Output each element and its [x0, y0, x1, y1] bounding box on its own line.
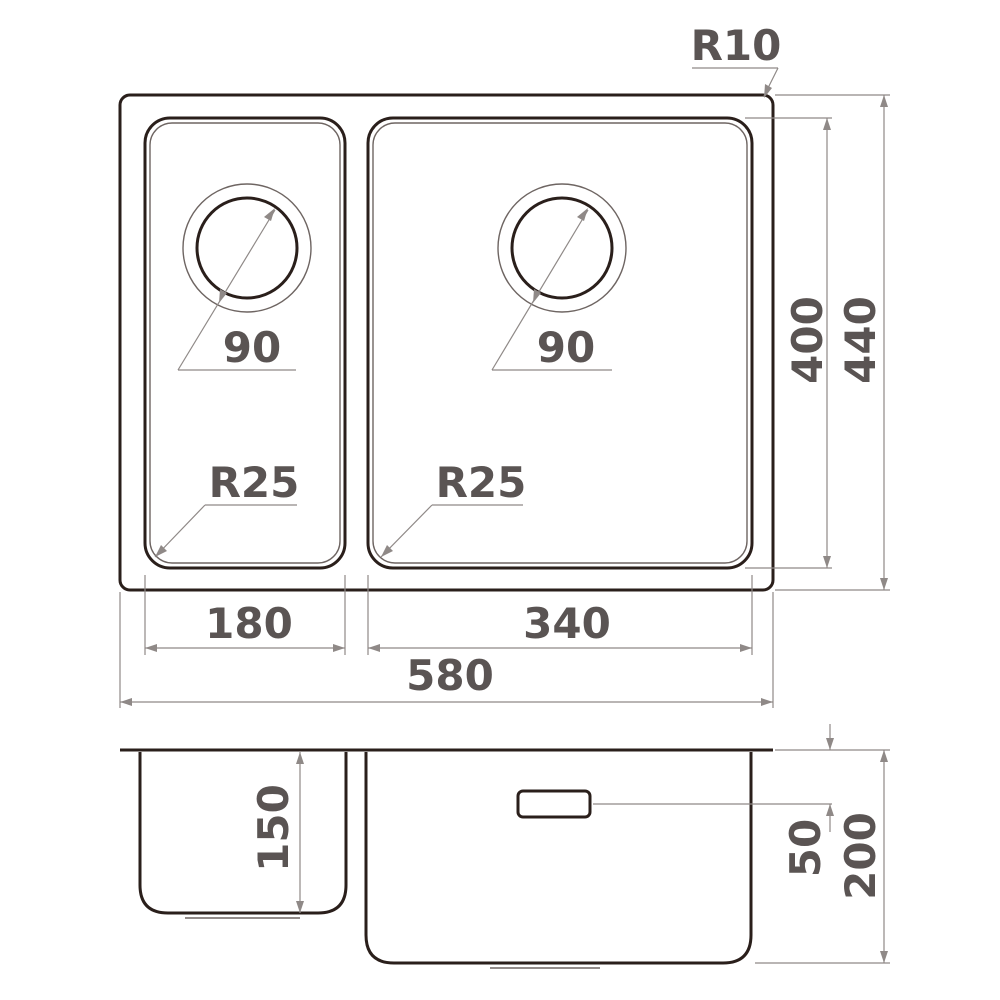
right-bowl-height-dim [880, 750, 888, 963]
left-bowl-width-label: 180 [205, 599, 293, 648]
right-bowl-inner-line [372, 122, 748, 564]
top-view: 90 90 R25 R25 R10 [118, 21, 890, 708]
right-drain-diameter-leader [491, 208, 612, 371]
bowl-depth-label: 400 [783, 296, 832, 384]
sink-outer-rim [118, 93, 775, 592]
side-extension-lines [755, 749, 890, 964]
right-bowl-width-dim [368, 644, 752, 652]
corner-radius-label: R10 [691, 21, 782, 70]
right-drain-diameter-label: 90 [537, 323, 595, 372]
right-bowl-height-label: 200 [836, 812, 885, 900]
overall-width-dim [120, 698, 773, 706]
right-drain-icon [497, 183, 627, 313]
left-bowl-inner-line [149, 122, 341, 564]
left-drain-diameter-label: 90 [223, 323, 281, 372]
corner-radius-leader [692, 67, 779, 98]
side-view: 150 50 200 [120, 724, 890, 969]
left-bowl-height-dim [296, 752, 304, 913]
depth-extension-lines [745, 94, 890, 591]
left-bowl-radius-label: R25 [209, 458, 300, 507]
overall-depth-label: 440 [836, 296, 885, 384]
overall-width-label: 580 [406, 651, 494, 700]
overall-depth-dim [880, 95, 888, 590]
left-bowl-profile [138, 752, 348, 915]
left-bowl-radius-leader [154, 504, 297, 558]
overflow-slot-icon [516, 789, 592, 819]
right-bowl-outline [366, 116, 754, 570]
bowl-depth-dim [823, 118, 831, 568]
left-bowl-outline [143, 116, 347, 570]
right-bowl-profile [364, 752, 753, 965]
left-bowl-height-label: 150 [249, 784, 298, 872]
left-bowl-width-dim [145, 644, 345, 652]
right-bowl-width-label: 340 [523, 599, 611, 648]
overflow-offset-dim [826, 724, 834, 832]
width-extension-lines [119, 575, 774, 708]
left-drain-icon [182, 183, 312, 313]
overflow-offset-label: 50 [781, 819, 830, 877]
right-bowl-radius-leader [380, 504, 523, 558]
left-drain-diameter-leader [177, 208, 296, 371]
right-bowl-radius-label: R25 [436, 458, 527, 507]
